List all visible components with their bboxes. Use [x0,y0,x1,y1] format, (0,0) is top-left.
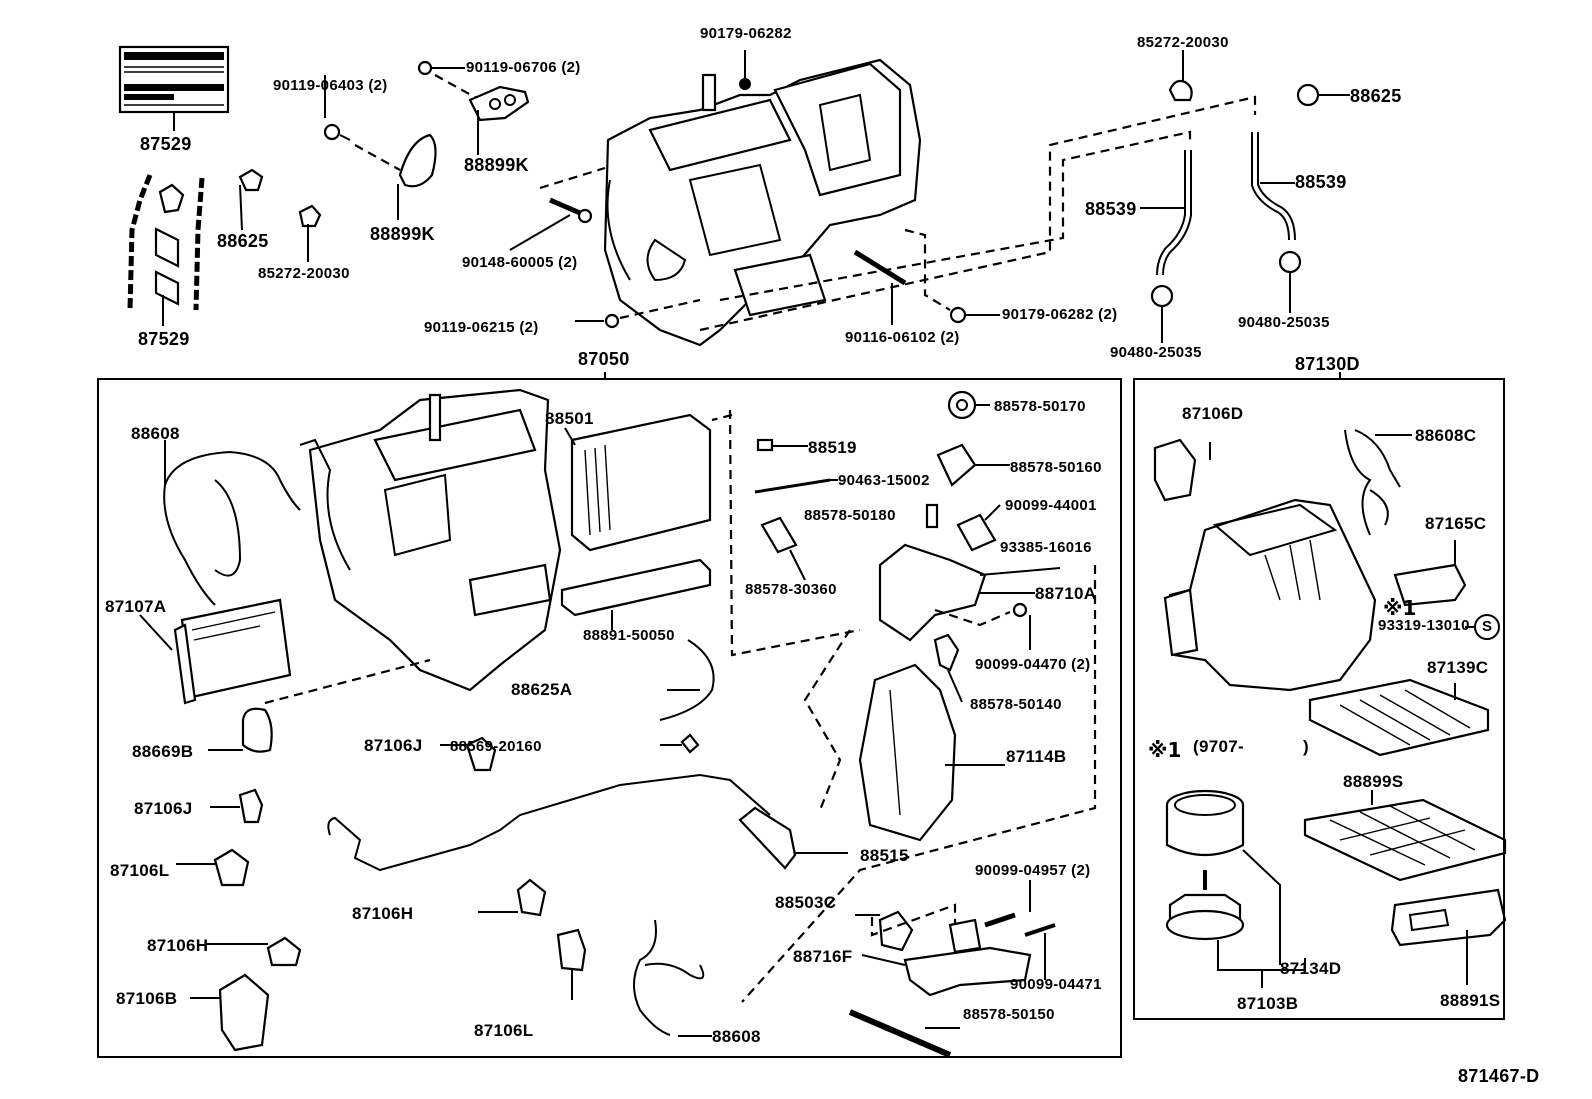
note-marker: ※1 [1383,596,1417,620]
heater-assembly-top [603,50,922,347]
part-label[interactable]: 87114B [1006,747,1067,766]
part-label[interactable]: 90119-06706 (2) [466,59,581,76]
part-label[interactable]: 88608 [712,1027,761,1046]
assembly-label-87050[interactable]: 87050 [578,349,630,369]
label-sticker-part [118,45,230,131]
part-label[interactable]: 87106J [134,799,193,818]
part-label[interactable]: 90099-04957 (2) [975,862,1091,879]
part-label[interactable]: 90179-06282 [700,25,792,42]
part-label[interactable]: 87106H [352,904,414,923]
part-label[interactable]: 90463-15002 [838,472,930,489]
part-label[interactable]: 88578-50170 [994,398,1086,415]
part-label[interactable]: 87139C [1427,658,1489,677]
part-label[interactable]: 88578-50180 [804,507,896,524]
part-label[interactable]: 88539 [1295,172,1347,192]
part-label[interactable]: 90179-06282 (2) [1002,306,1118,323]
part-label[interactable]: 88578-50150 [963,1006,1055,1023]
part-label[interactable]: 88578-50140 [970,696,1062,713]
part-label[interactable]: 88716F [793,947,853,966]
part-label[interactable]: 93385-16016 [1000,539,1092,556]
standard-part-symbol: S [1474,614,1500,640]
part-label[interactable]: 87106B [116,989,178,1008]
part-label[interactable]: 88515 [860,846,909,865]
part-label[interactable]: 88899S [1343,772,1404,791]
part-label[interactable]: 88891-50050 [583,627,675,644]
blower-unit-frame [1133,378,1505,1020]
part-label[interactable]: 87106D [1182,404,1244,423]
part-label[interactable]: 87106L [474,1021,534,1040]
part-label[interactable]: 87165C [1425,514,1487,533]
part-label[interactable]: 88569-20160 [450,738,542,755]
part-label[interactable]: 90119-06403 (2) [273,77,388,94]
part-label[interactable]: 88503C [775,893,837,912]
part-label[interactable]: 88891S [1440,991,1501,1010]
part-label[interactable]: 90148-60005 (2) [462,254,578,271]
part-label[interactable]: 90099-04471 [1010,976,1102,993]
part-label[interactable]: 87103B [1237,994,1299,1013]
part-label[interactable]: 88625 [217,231,269,251]
part-label[interactable]: 88519 [808,438,857,457]
heater-unit-frame [97,378,1122,1058]
part-label[interactable]: 88608 [131,424,180,443]
part-label[interactable]: 88669B [132,742,194,761]
part-label[interactable]: 88578-50160 [1010,459,1102,476]
part-label[interactable]: 88625A [511,680,573,699]
part-label[interactable]: 87107A [105,597,167,616]
diagram-code: 871467-D [1458,1066,1540,1086]
part-label[interactable]: 90116-06102 (2) [845,329,960,346]
part-label[interactable]: 87106H [147,936,209,955]
part-label[interactable]: 88578-30360 [745,581,837,598]
part-label[interactable]: 87529 [140,134,192,154]
part-label[interactable]: 88625 [1350,86,1402,106]
assembly-label-87130D[interactable]: 87130D [1295,354,1360,374]
part-label[interactable]: 87106J [364,736,423,755]
part-label[interactable]: 90099-04470 (2) [975,656,1091,673]
note-date-range: (9707- [1193,737,1244,756]
part-label[interactable]: 90480-25035 [1238,314,1330,331]
part-label[interactable]: 85272-20030 [258,265,350,282]
part-label[interactable]: 93319-13010 [1378,617,1470,634]
part-label[interactable]: 88710A [1035,584,1097,603]
note-date-range-close: ) [1303,737,1309,756]
part-label[interactable]: 88608C [1415,426,1477,445]
blower-case [1163,498,1377,692]
part-label[interactable]: 88899K [370,224,435,244]
part-label[interactable]: 90119-06215 (2) [424,319,539,336]
part-label[interactable]: 85272-20030 [1137,34,1229,51]
part-label[interactable]: 88501 [545,409,594,428]
part-label[interactable]: 87106L [110,861,170,880]
part-label[interactable]: 88539 [1085,199,1137,219]
part-label[interactable]: 90480-25035 [1110,344,1202,361]
label-strip-part [127,174,205,326]
clip-88625-part [238,168,264,192]
part-label[interactable]: 90099-44001 [1005,497,1097,514]
part-label[interactable]: 87529 [138,329,190,349]
heater-case [299,388,562,692]
part-label[interactable]: 88899K [464,155,529,175]
clip-85272-part [298,204,322,228]
note-symbol: ※1 [1148,738,1182,762]
part-label[interactable]: 87134D [1280,959,1342,978]
